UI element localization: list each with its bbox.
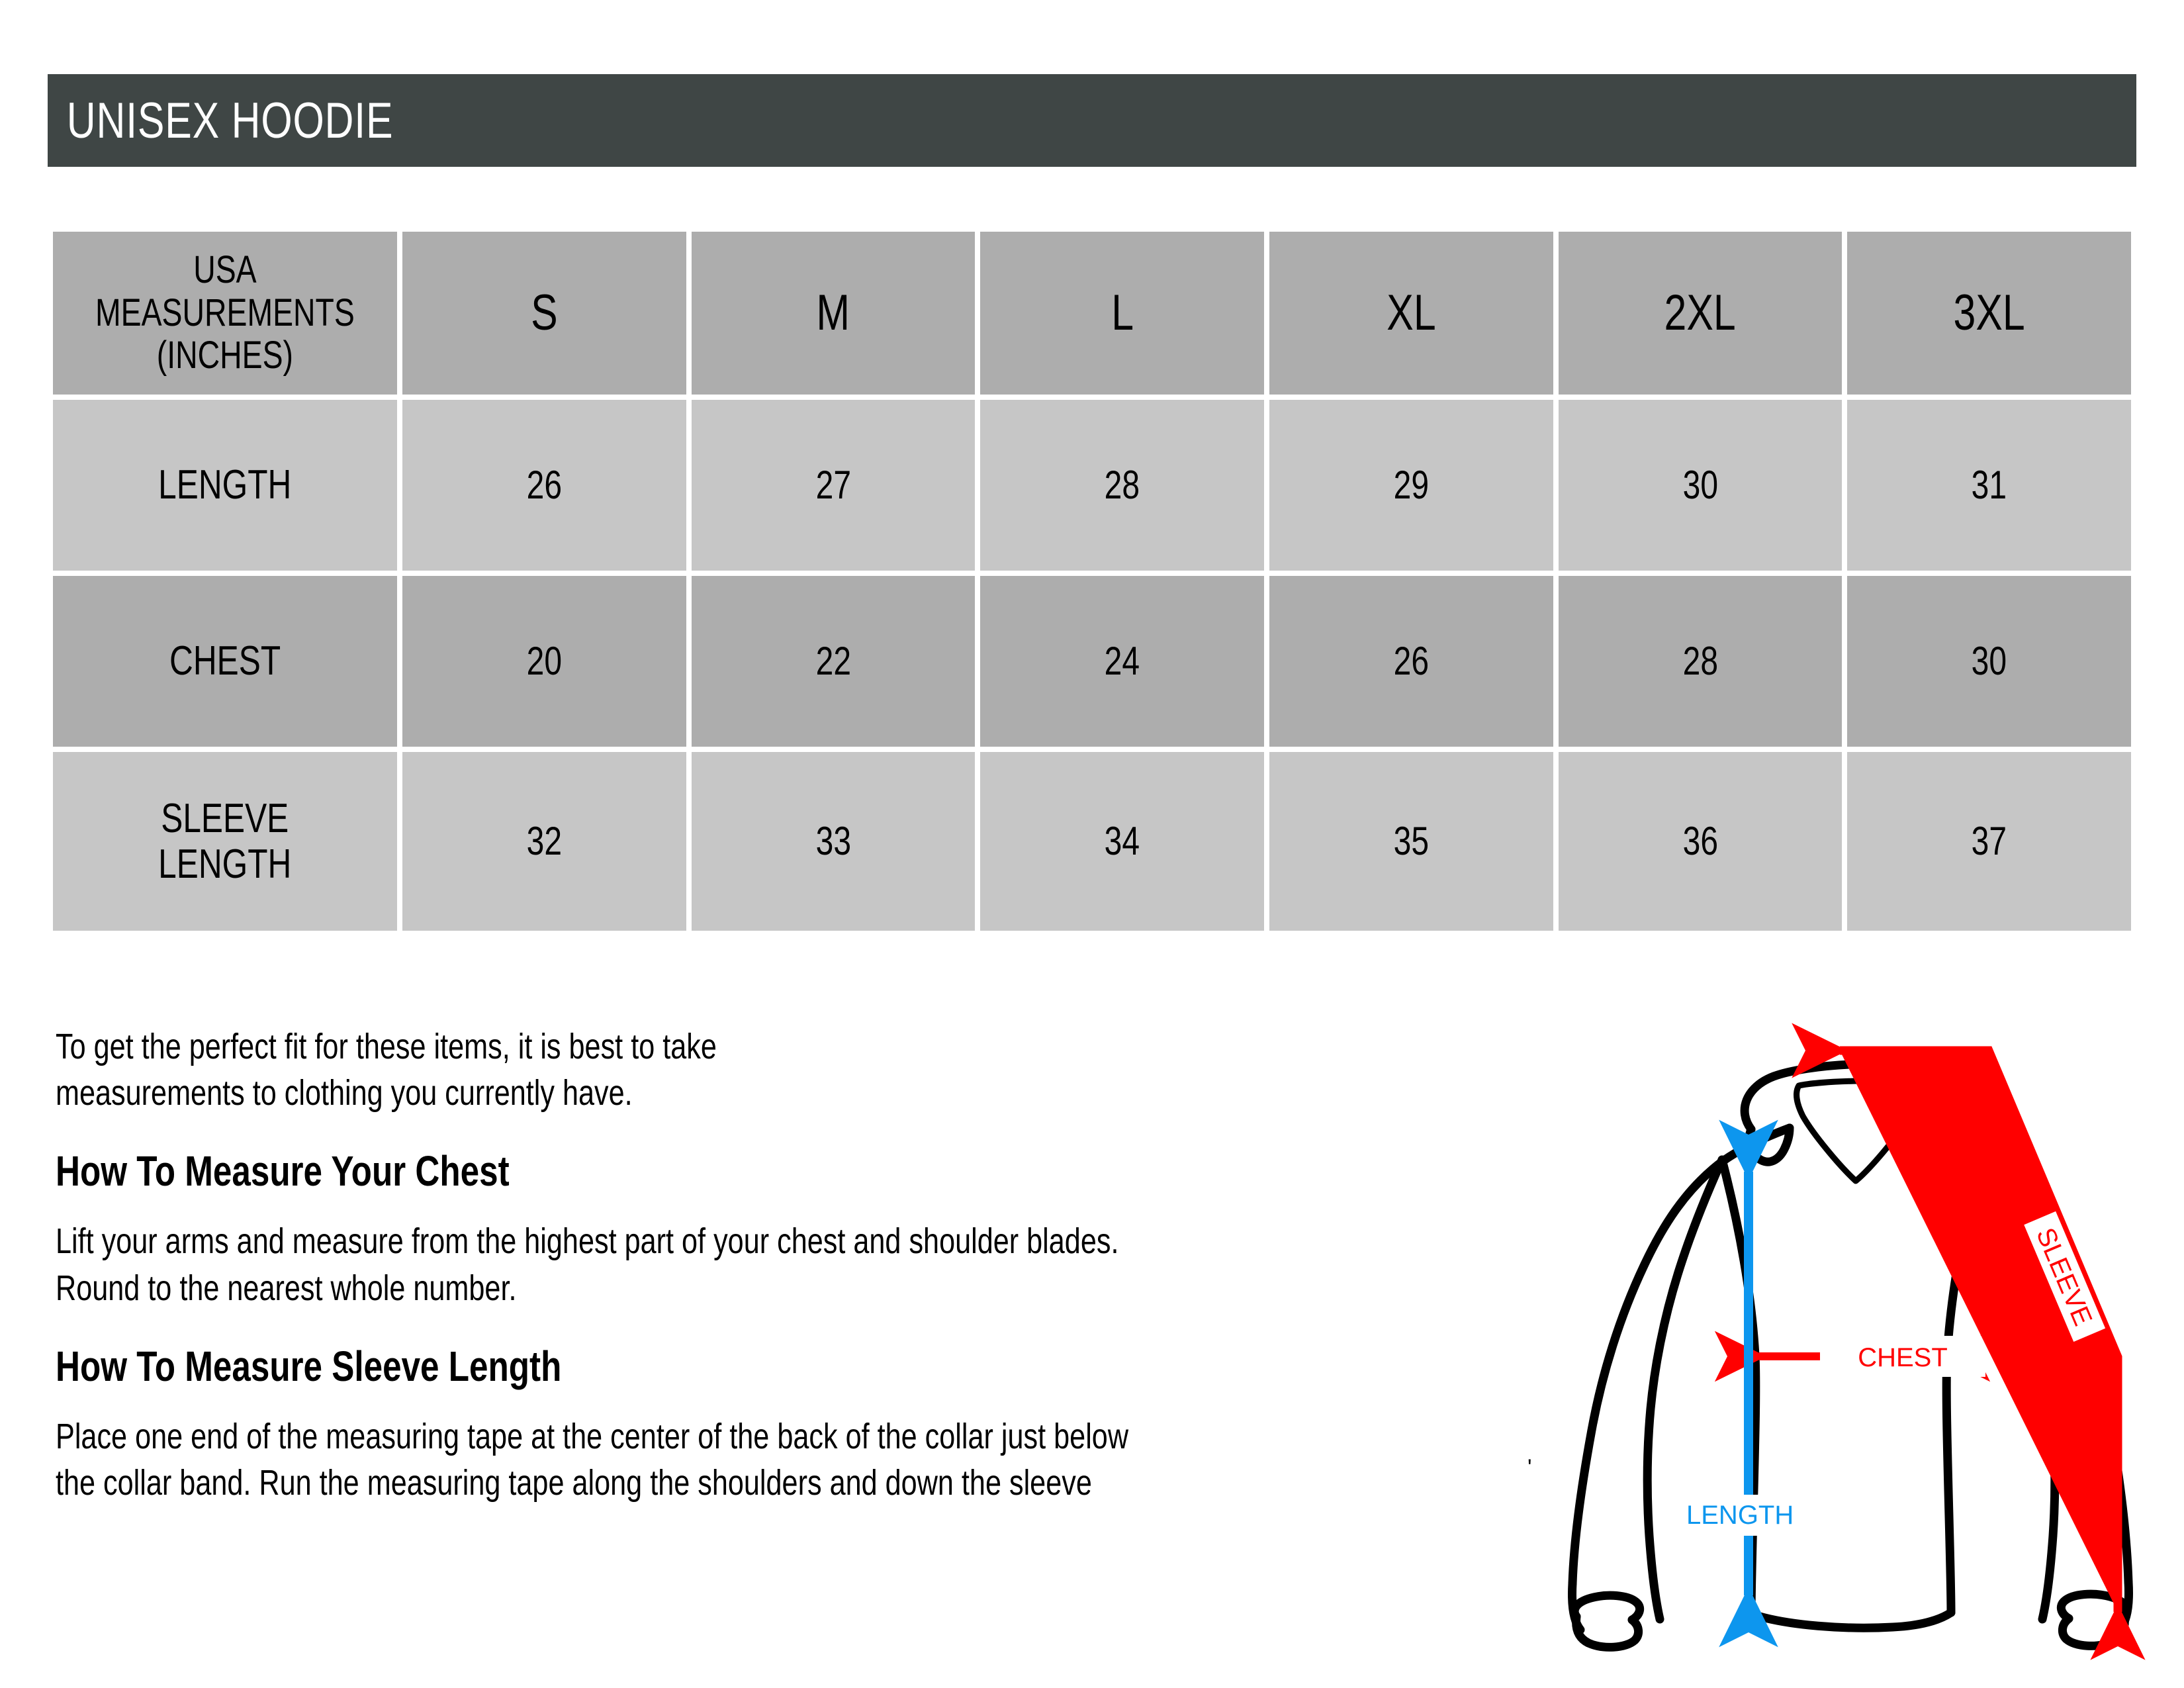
table-header-row: USA MEASUREMENTS (INCHES) S M L XL 2XL 3… — [53, 232, 2131, 395]
cell-sleeve-3xl: 37 — [1847, 752, 2131, 931]
cell-sleeve-2xl: 36 — [1558, 752, 1843, 931]
length-measure-arrow: LENGTH — [1682, 1119, 1819, 1648]
cell-sleeve-xl: 35 — [1269, 752, 1553, 931]
cell-length-m: 27 — [691, 400, 976, 571]
cell-chest-2xl: 28 — [1558, 576, 1843, 747]
column-header-l: L — [980, 232, 1264, 395]
column-header-s: S — [402, 232, 686, 395]
column-header-3xl: 3XL — [1847, 232, 2131, 395]
cell-length-3xl: 31 — [1847, 400, 2131, 571]
row-label-chest: CHEST — [53, 576, 397, 747]
row-label-length: LENGTH — [53, 400, 397, 571]
sleeve-measure-arrow: SLEEVE — [1792, 1023, 2146, 1660]
cell-chest-xl: 26 — [1269, 576, 1553, 747]
sleeve-heading: How To Measure Sleeve Length — [56, 1342, 562, 1390]
cell-chest-s: 20 — [402, 576, 686, 747]
cell-length-xl: 29 — [1269, 400, 1553, 571]
cell-chest-3xl: 30 — [1847, 576, 2131, 747]
table-row-sleeve-length: SLEEVE LENGTH 32 33 34 35 36 37 — [53, 752, 2131, 931]
table-corner-label: USA MEASUREMENTS (INCHES) — [53, 232, 397, 395]
cell-chest-l: 24 — [980, 576, 1264, 747]
cell-chest-m: 22 — [691, 576, 976, 747]
length-label: LENGTH — [1686, 1501, 1794, 1530]
table-row-chest: CHEST 20 22 24 26 28 30 — [53, 576, 2131, 747]
cell-length-s: 26 — [402, 400, 686, 571]
chest-paragraph: Lift your arms and measure from the high… — [56, 1221, 1119, 1308]
size-chart-table: USA MEASUREMENTS (INCHES) S M L XL 2XL 3… — [48, 226, 2136, 936]
stray-mark: ' — [1527, 1455, 1532, 1480]
table-row-length: LENGTH 26 27 28 29 30 31 — [53, 400, 2131, 571]
chest-heading: How To Measure Your Chest — [56, 1147, 510, 1196]
instructions-block: To get the perfect fit for these items, … — [56, 1023, 1551, 1506]
chest-label: CHEST — [1858, 1343, 1948, 1372]
chest-measure-arrow: CHEST — [1714, 1331, 1991, 1382]
column-header-2xl: 2XL — [1558, 232, 1843, 395]
cell-sleeve-l: 34 — [980, 752, 1264, 931]
cell-length-l: 28 — [980, 400, 1264, 571]
hoodie-diagram: CHEST LENGTH SLEEVE — [1535, 1013, 2184, 1685]
column-header-m: M — [691, 232, 976, 395]
intro-paragraph: To get the perfect fit for these items, … — [56, 1027, 717, 1113]
cell-sleeve-s: 32 — [402, 752, 686, 931]
sleeve-paragraph: Place one end of the measuring tape at t… — [56, 1416, 1129, 1503]
row-label-sleeve-length: SLEEVE LENGTH — [53, 752, 397, 931]
page-title: UNISEX HOODIE — [66, 92, 394, 149]
cell-length-2xl: 30 — [1558, 400, 1843, 571]
page-title-bar: UNISEX HOODIE — [48, 74, 2136, 167]
column-header-xl: XL — [1269, 232, 1553, 395]
cell-sleeve-m: 33 — [691, 752, 976, 931]
